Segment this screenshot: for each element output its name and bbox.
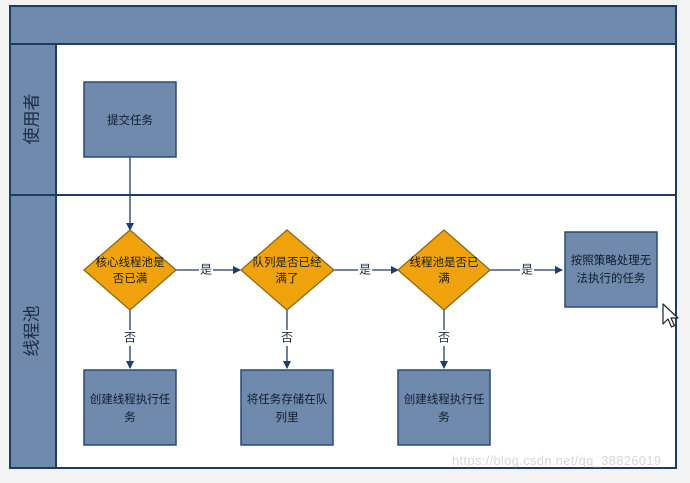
watermark: https://blog.csdn.net/qq_38826019: [452, 453, 662, 468]
node-enqueue: [240, 369, 334, 446]
decision-queue-full-text-1: 队列是否已经: [253, 255, 322, 269]
node-create-thread-2-text-2: 务: [438, 410, 450, 424]
decision-pool-full-text-1: 线程池是否已: [410, 255, 479, 269]
node-create-thread-1: [83, 369, 177, 446]
node-create-thread-1-text-1: 创建线程执行任: [90, 392, 171, 406]
node-enqueue-text-1: 将任务存储在队: [247, 392, 328, 406]
node-reject-policy-text-2: 法执行的任务: [577, 271, 646, 285]
edge-label-yes-1: 是: [200, 263, 212, 277]
decision-core-full-text-2: 否已满: [113, 271, 148, 285]
node-reject-policy-text-1: 按照策略处理无: [571, 253, 652, 267]
node-reject-policy: [564, 231, 658, 308]
edge-label-yes-3: 是: [521, 263, 533, 277]
lane-pool-label: 线程池: [23, 306, 43, 357]
node-enqueue-text-2: 列里: [276, 410, 299, 424]
decision-core-full: [83, 229, 177, 311]
node-create-thread-2: [397, 369, 491, 446]
decision-core-full-text-1: 核心线程池是: [96, 255, 165, 269]
swimlane-header: [9, 5, 677, 45]
decision-pool-full: [397, 229, 491, 311]
edge-label-no-2: 否: [281, 331, 293, 345]
decision-queue-full-text-2: 满了: [276, 271, 299, 285]
node-submit-task: [83, 81, 177, 158]
node-create-thread-1-text-2: 务: [124, 410, 136, 424]
node-create-thread-2-text-1: 创建线程执行任: [404, 392, 485, 406]
lane-user-label: 使用者: [22, 94, 43, 145]
node-submit-task-text: 提交任务: [107, 113, 153, 127]
mouse-cursor-icon: [662, 303, 679, 328]
lane-pool-header: [9, 194, 57, 469]
decision-pool-full-text-2: 满: [438, 271, 450, 285]
edge-label-no-1: 否: [124, 331, 136, 345]
edge-label-yes-2: 是: [359, 263, 371, 277]
edge-label-no-3: 否: [438, 331, 450, 345]
decision-queue-full: [240, 229, 336, 311]
